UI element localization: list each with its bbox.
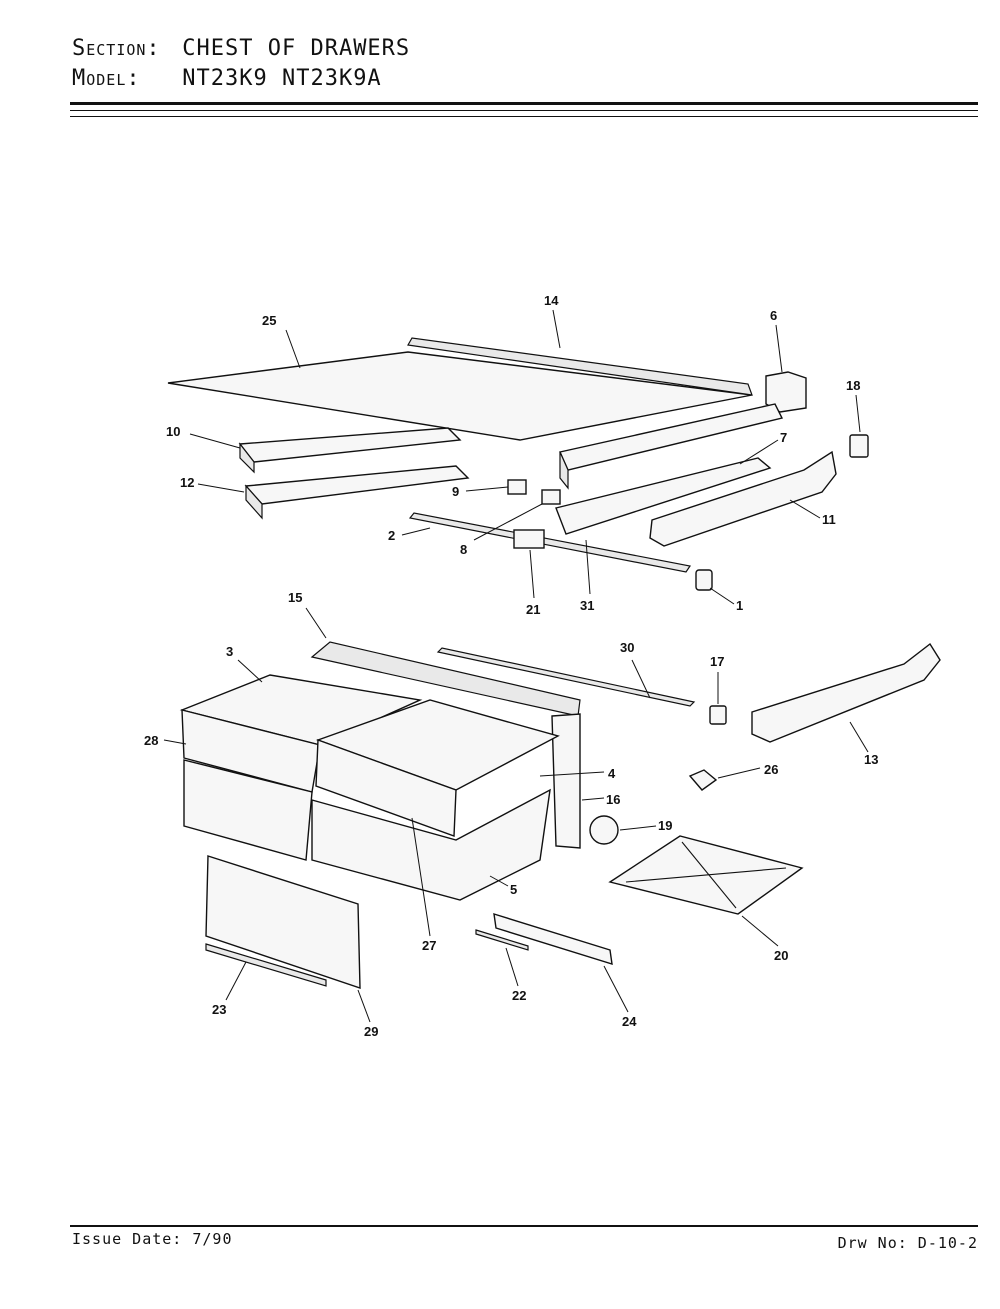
part-10-rail: [238, 427, 462, 463]
part-20-brace-a: [625, 867, 787, 883]
part-23-trim: [205, 943, 327, 987]
part-22-trim: [475, 929, 529, 951]
part-8-block: [541, 489, 561, 505]
drawing-number: Drw No: D-10-2: [837, 1234, 978, 1252]
callout-15: 15: [288, 590, 302, 605]
callout-30: 30: [620, 640, 634, 655]
part-12-rail: [244, 465, 470, 505]
callout-1: 1: [736, 598, 743, 613]
callout-5: 5: [510, 882, 517, 897]
callout-18: 18: [846, 378, 860, 393]
callout-3: 3: [226, 644, 233, 659]
part-17-clip: [709, 705, 727, 725]
callout-17: 17: [710, 654, 724, 669]
leader-lines: [163, 309, 869, 1023]
callout-2: 2: [388, 528, 395, 543]
callout-19: 19: [658, 818, 672, 833]
callout-8: 8: [460, 542, 467, 557]
callout-25: 25: [262, 313, 276, 328]
section-label: Section:: [72, 36, 161, 61]
header-rule-thin-1: [70, 110, 978, 111]
part-4-right-drawer-front: [315, 739, 457, 837]
callout-4: 4: [608, 766, 616, 781]
callout-7: 7: [780, 430, 787, 445]
part-5-bin: [311, 788, 551, 901]
part-25-shelf: [167, 351, 753, 441]
callout-31: 31: [580, 598, 594, 613]
part-19-clip: [589, 815, 619, 845]
part-11-bracket: [649, 450, 837, 547]
callout-21: 21: [526, 602, 540, 617]
part-2-rod: [408, 512, 692, 573]
part-10-rail-end: [239, 442, 255, 474]
part-21-cap: [513, 529, 545, 549]
model-label: Model:: [72, 66, 141, 91]
header-rule-thin-2: [70, 116, 978, 117]
callout-6: 6: [770, 308, 777, 323]
drawing-header: Section: CHEST OF DRAWERS Model: NT23K9 …: [72, 34, 410, 94]
callout-20: 20: [774, 948, 788, 963]
part-1-clip: [695, 569, 713, 591]
callout-29: 29: [364, 1024, 378, 1039]
part-16-frame-side: [551, 713, 581, 849]
section-value: CHEST OF DRAWERS: [182, 36, 411, 61]
part-24-handle: [493, 913, 613, 965]
callout-23: 23: [212, 1002, 226, 1017]
callout-24: 24: [622, 1014, 637, 1029]
callout-11: 11: [822, 512, 836, 527]
part-shelf-rail-right-end: [559, 451, 569, 490]
part-29-drawer-front: [205, 855, 361, 989]
part-left-drawer-lower: [183, 759, 313, 861]
part-18-clip: [849, 434, 869, 458]
callout-14: 14: [544, 293, 559, 308]
part-26-cam: [688, 769, 718, 791]
section-line: Section: CHEST OF DRAWERS: [72, 34, 410, 64]
part-14-trim: [407, 337, 753, 396]
callout-28: 28: [144, 733, 158, 748]
callout-22: 22: [512, 988, 526, 1003]
callout-9: 9: [452, 484, 459, 499]
callout-numbers: 25 14 6 18 10 7 12 9 11 2 8 21 31 1 15 3…: [144, 293, 878, 1039]
model-value: NT23K9 NT23K9A: [182, 66, 382, 91]
callout-12: 12: [180, 475, 194, 490]
part-13-bracket: [751, 642, 941, 743]
part-6-support-end: [765, 371, 807, 413]
footer-rule: [70, 1225, 978, 1227]
part-15-frame: [310, 641, 581, 717]
part-30-rod: [436, 647, 696, 707]
part-7-slide: [555, 457, 772, 535]
part-9-block: [507, 479, 527, 495]
callout-27: 27: [422, 938, 436, 953]
part-12-rail-end: [245, 484, 263, 520]
part-20-brace-b: [681, 841, 737, 909]
callout-10: 10: [166, 424, 180, 439]
callout-16: 16: [606, 792, 620, 807]
header-rule-thick: [70, 102, 978, 105]
issue-date: Issue Date: 7/90: [72, 1230, 233, 1248]
callout-26: 26: [764, 762, 778, 777]
callout-13: 13: [864, 752, 878, 767]
model-line: Model: NT23K9 NT23K9A: [72, 64, 410, 94]
